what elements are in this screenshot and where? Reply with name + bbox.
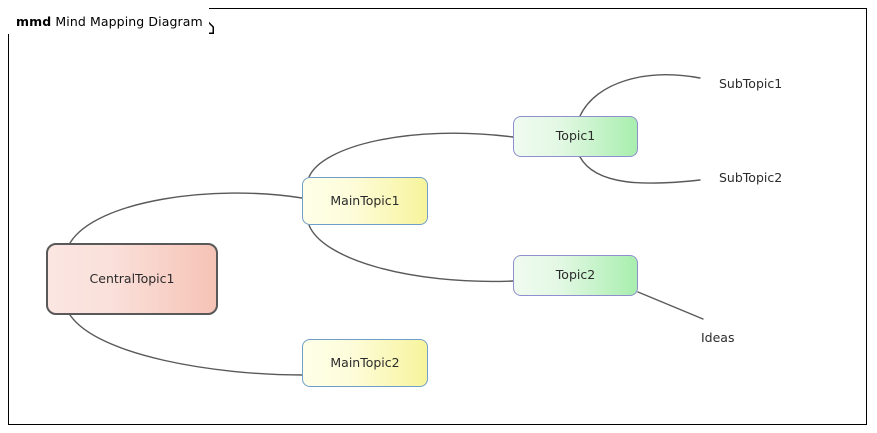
node-topic-1[interactable]: Topic1 bbox=[513, 116, 638, 157]
node-topic-2[interactable]: Topic2 bbox=[513, 255, 638, 296]
node-label: CentralTopic1 bbox=[89, 270, 175, 286]
node-central-topic-1[interactable]: CentralTopic1 bbox=[46, 243, 218, 315]
node-main-topic-2[interactable]: MainTopic2 bbox=[302, 339, 428, 387]
frame-keyword: mmd bbox=[16, 13, 52, 29]
node-label: Topic2 bbox=[555, 267, 596, 283]
leaf-label-ideas[interactable]: Ideas bbox=[701, 330, 735, 345]
node-label: Topic1 bbox=[555, 128, 596, 144]
leaf-label-sub-topic-2[interactable]: SubTopic2 bbox=[719, 170, 783, 185]
frame-title-name: Mind Mapping Diagram bbox=[55, 13, 203, 29]
leaf-label-sub-topic-1[interactable]: SubTopic1 bbox=[719, 76, 783, 91]
diagram-frame bbox=[8, 8, 867, 425]
frame-title-tab: mmd Mind Mapping Diagram bbox=[8, 8, 209, 34]
node-main-topic-1[interactable]: MainTopic1 bbox=[302, 177, 428, 225]
node-label: MainTopic1 bbox=[330, 192, 400, 208]
frame-title-text: mmd Mind Mapping Diagram bbox=[16, 14, 203, 29]
node-label: MainTopic2 bbox=[330, 354, 400, 370]
